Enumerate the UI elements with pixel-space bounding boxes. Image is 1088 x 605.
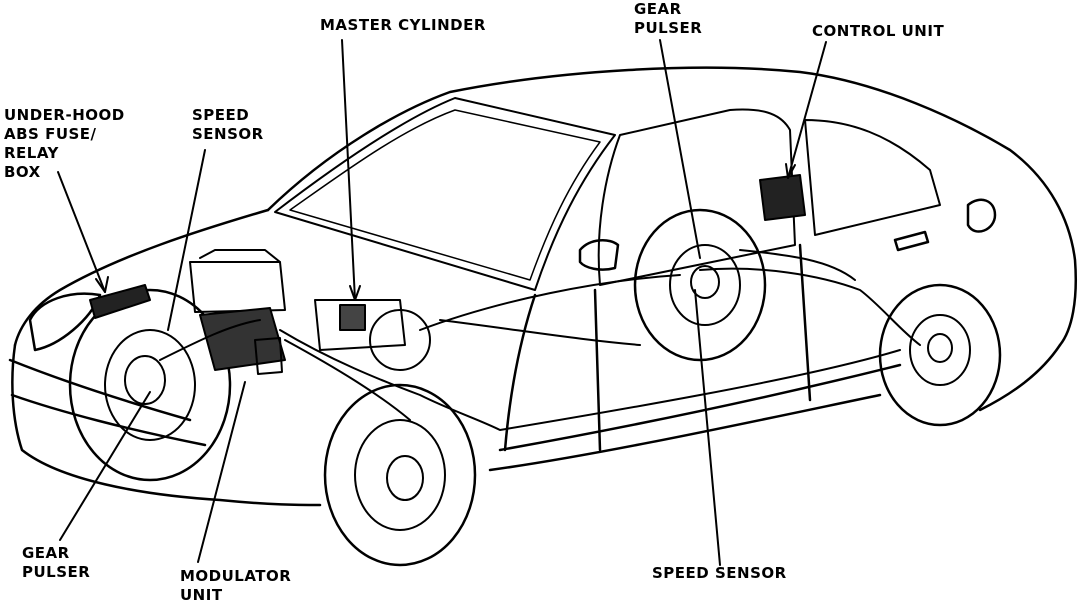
label-speed-sensor-front: SPEED SENSOR	[192, 106, 264, 144]
label-speed-sensor-rear: SPEED SENSOR	[652, 564, 787, 583]
label-modulator-unit: MODULATOR UNIT	[180, 567, 291, 605]
label-line: SPEED	[192, 106, 250, 124]
brake-lines	[159, 249, 921, 431]
label-master-cylinder: MASTER CYLINDER	[320, 16, 486, 35]
label-line: SENSOR	[192, 125, 264, 143]
label-under-hood-abs-fuse-relay-box: UNDER-HOOD ABS FUSE/ RELAY BOX	[4, 106, 125, 182]
label-control-unit: CONTROL UNIT	[812, 22, 944, 41]
leader-lines	[57, 39, 827, 566]
engine-bay	[89, 174, 806, 375]
label-gear-pulser-rear: GEAR PULSER	[634, 0, 702, 38]
label-line: PULSER	[634, 19, 703, 37]
label-line: SPEED SENSOR	[652, 564, 787, 582]
label-line: GEAR	[22, 544, 70, 562]
label-line: UNDER-HOOD	[4, 106, 125, 124]
wheels	[68, 208, 1002, 567]
label-gear-pulser-front: GEAR PULSER	[22, 544, 90, 582]
label-line: CONTROL UNIT	[812, 22, 945, 40]
label-line: RELAY	[4, 144, 59, 162]
label-line: GEAR	[634, 0, 682, 18]
label-line: ABS FUSE/	[4, 125, 97, 143]
label-line: MASTER CYLINDER	[320, 16, 486, 34]
label-line: PULSER	[22, 563, 91, 581]
label-line: BOX	[4, 163, 41, 181]
label-line: UNIT	[180, 586, 223, 604]
label-line: MODULATOR	[180, 567, 292, 585]
car-body	[8, 66, 1077, 507]
